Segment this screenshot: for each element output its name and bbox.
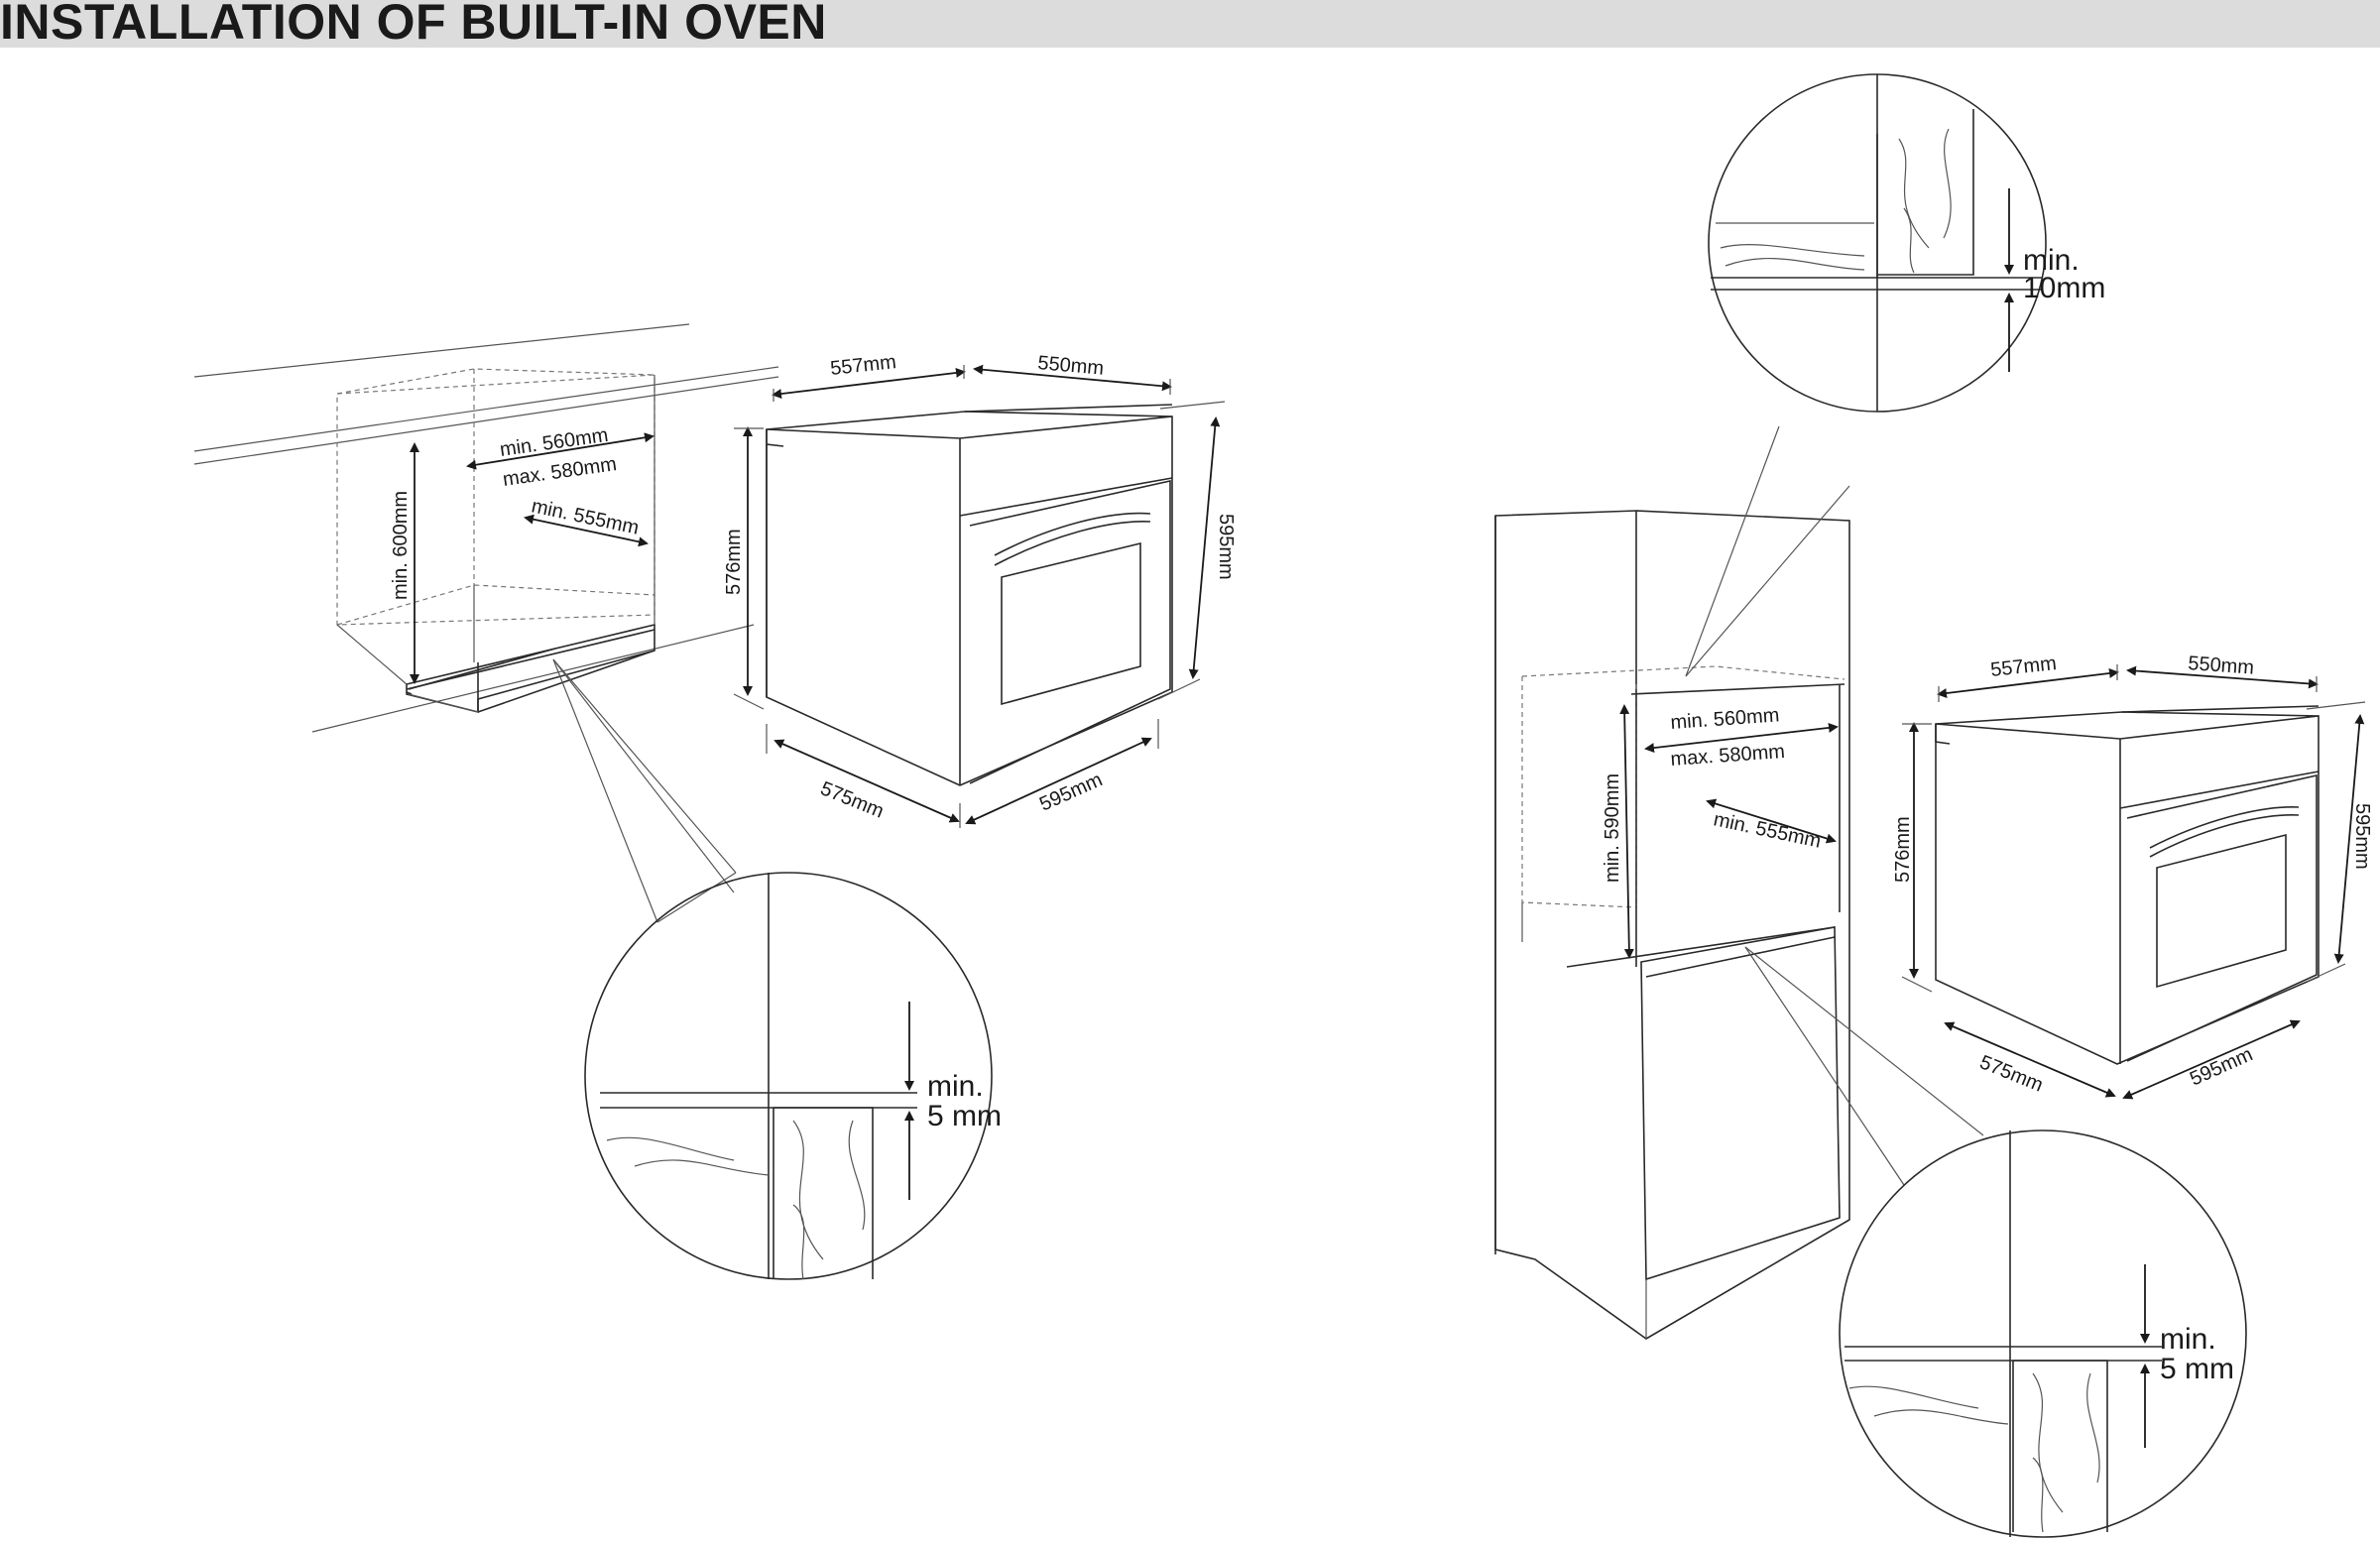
undercounter-cabinet xyxy=(193,323,779,923)
label-niche-min-590: min. 590mm xyxy=(1602,773,1623,883)
label-clearance-min-bottom: min. xyxy=(2160,1323,2216,1356)
callout-circle-bottom xyxy=(1839,1129,2247,1538)
callout-circle-left xyxy=(552,658,993,1280)
label-oven-height-595: 595mm xyxy=(1215,514,1237,580)
label-clearance-5mm-bottom: 5 mm xyxy=(2160,1353,2234,1385)
header-bar: INSTALLATION OF BUILT-IN OVEN xyxy=(0,0,2380,48)
label-clearance-min-left: min. xyxy=(927,1070,984,1103)
page-title: INSTALLATION OF BUILT-IN OVEN xyxy=(0,0,827,50)
label-oven-depth-557-right: 557mm xyxy=(1989,653,2058,681)
label-niche-min-555: min. 555mm xyxy=(530,495,641,538)
label-oven-depth-575-right: 575mm xyxy=(1976,1051,2046,1096)
label-niche-max-580-right: max. 580mm xyxy=(1670,741,1786,771)
label-niche-min-555-right: min. 555mm xyxy=(1712,808,1823,852)
label-clearance-10mm-top: 10mm xyxy=(2023,272,2105,304)
label-oven-height-595-right: 595mm xyxy=(2351,803,2373,870)
label-oven-width-595-right: 595mm xyxy=(2187,1043,2256,1090)
label-oven-height-576: 576mm xyxy=(723,529,745,595)
callout-circle-top xyxy=(1708,73,2047,413)
oven-right xyxy=(1901,664,2366,1100)
label-oven-height-576-right: 576mm xyxy=(1892,816,1914,883)
label-clearance-min-top: min. xyxy=(2023,244,2080,277)
label-clearance-5mm-left: 5 mm xyxy=(927,1100,1002,1132)
oven-left xyxy=(733,364,1226,828)
label-niche-max-580: max. 580mm xyxy=(502,453,619,491)
label-oven-depth-557: 557mm xyxy=(829,351,897,380)
label-niche-min-560-right: min. 560mm xyxy=(1670,704,1780,734)
label-niche-min-600: min. 600mm xyxy=(390,491,412,600)
label-oven-width-550-right: 550mm xyxy=(2188,653,2255,679)
tall-cabinet xyxy=(1494,425,1984,1340)
